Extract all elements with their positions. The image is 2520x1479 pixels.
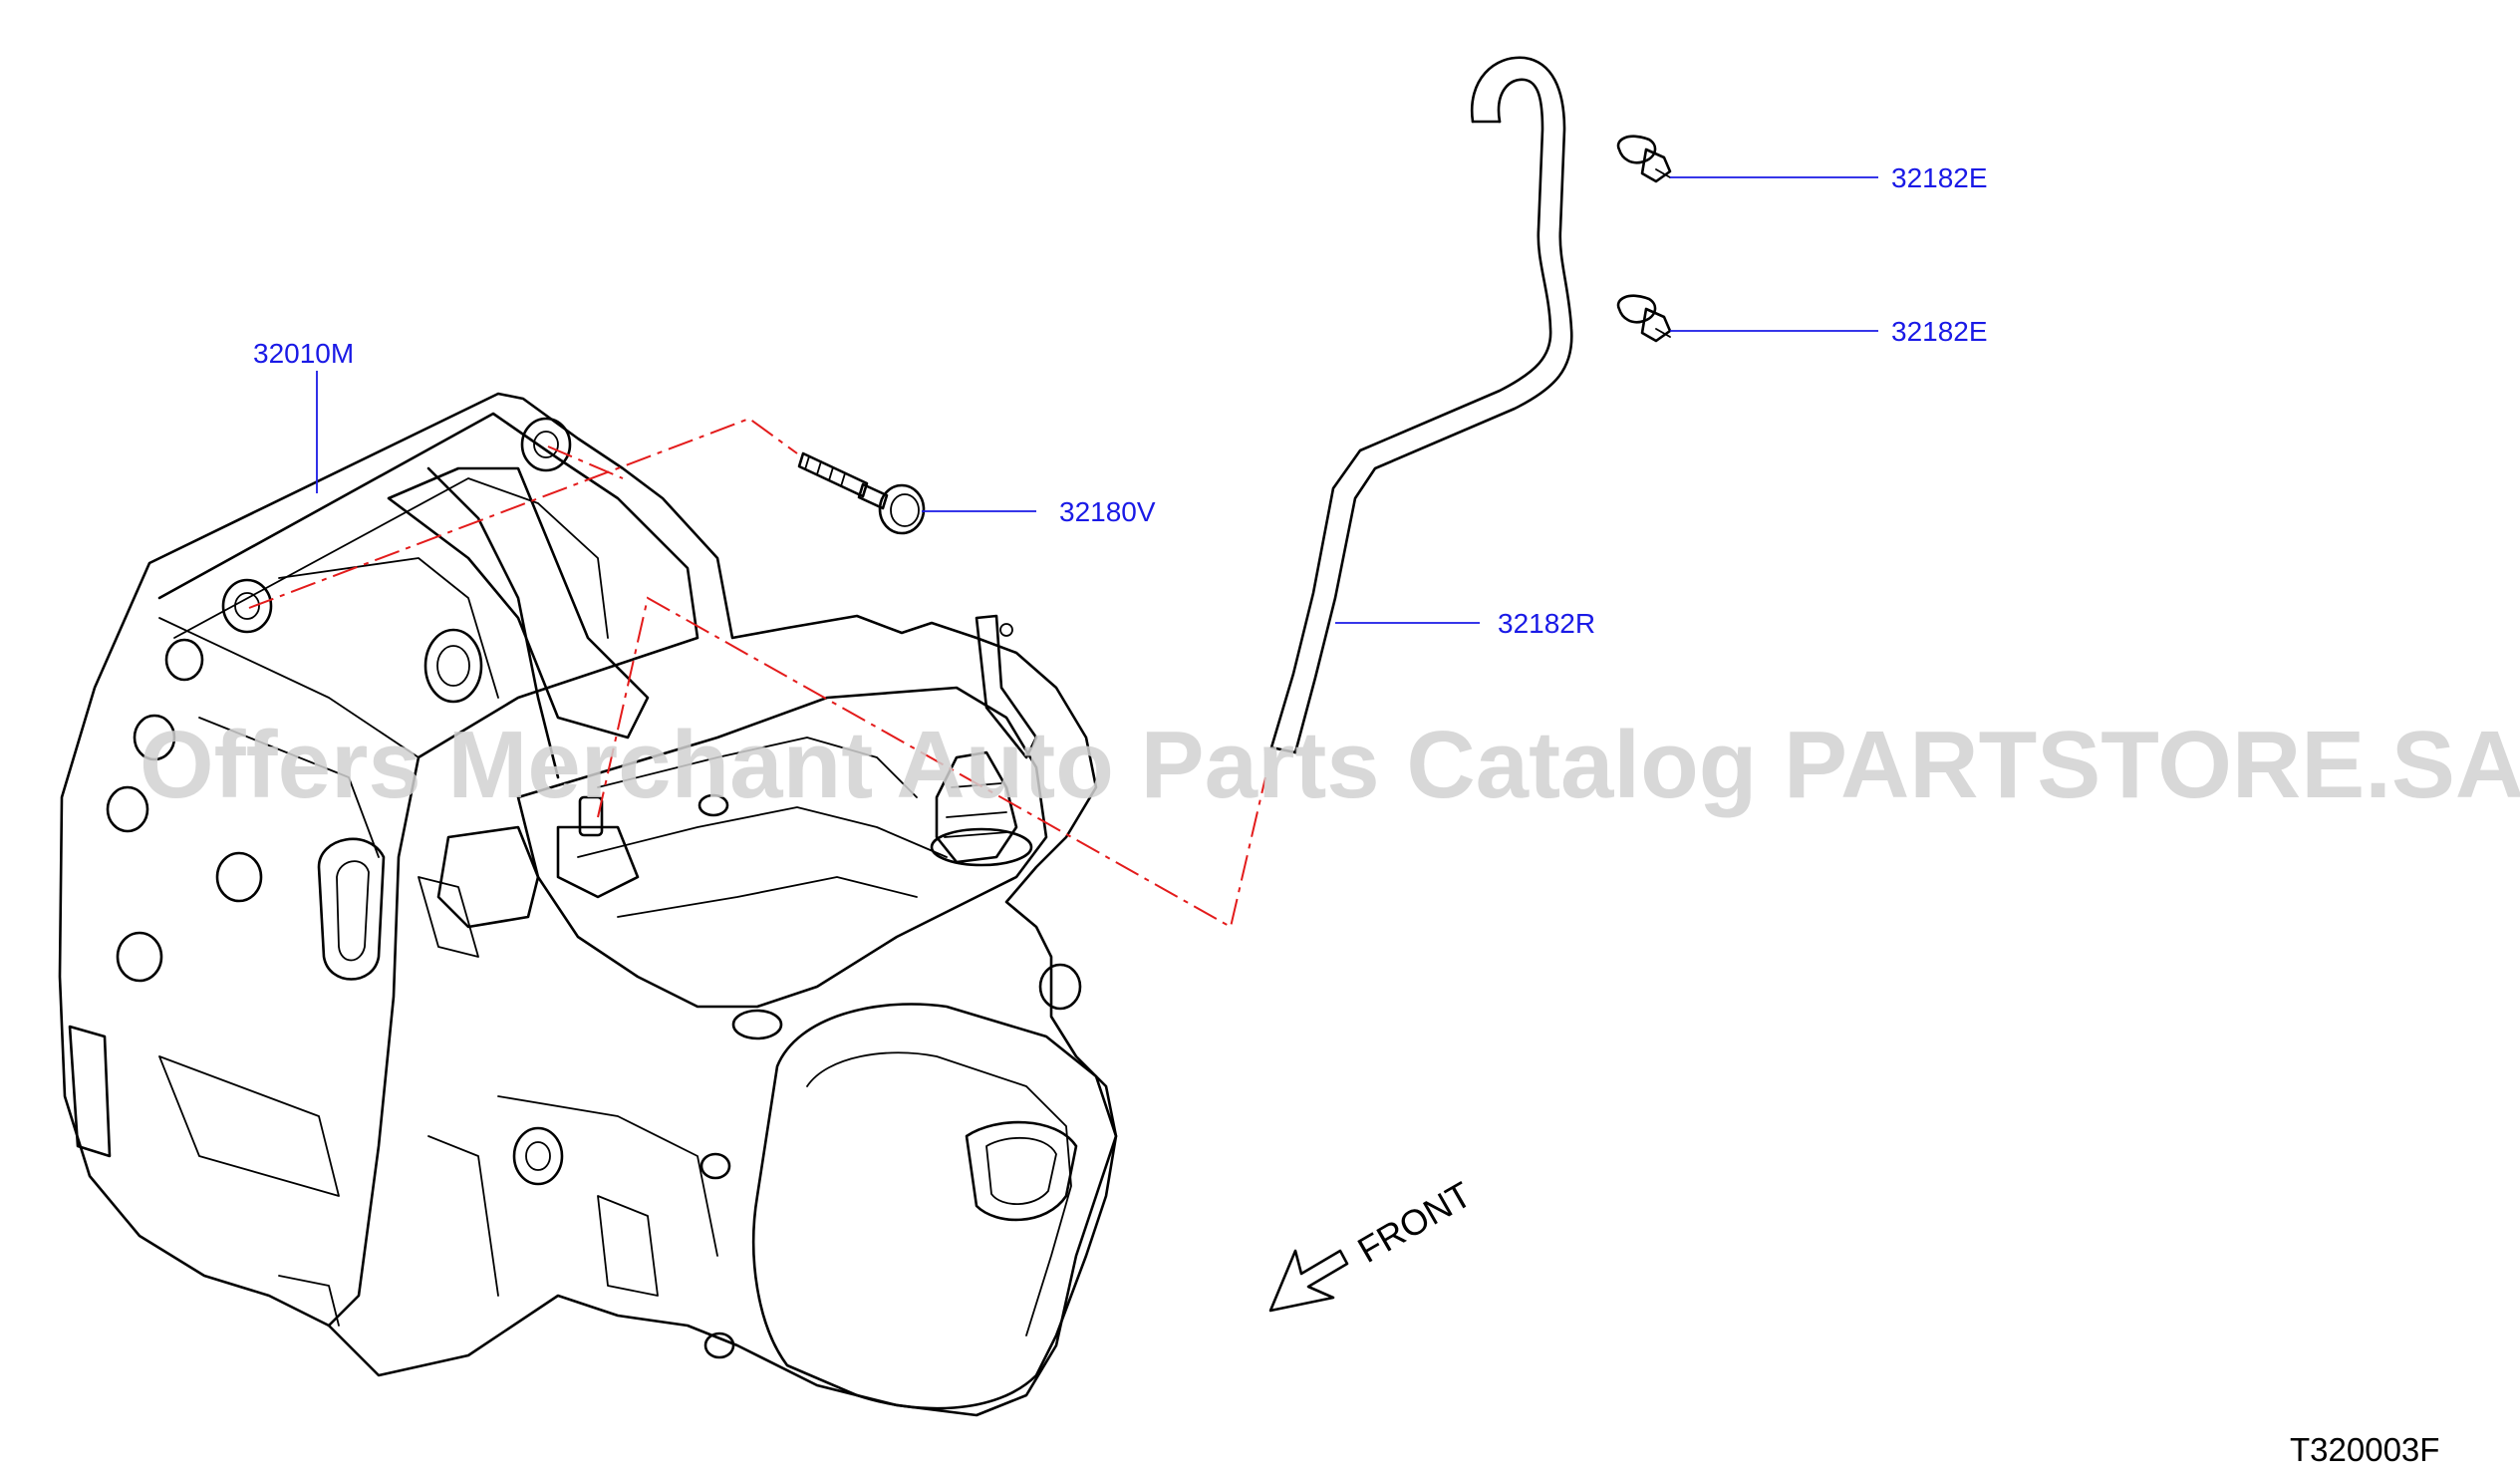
front-arrow-icon [1268, 1249, 1349, 1313]
clip-lower-drawing[interactable] [1616, 294, 1672, 343]
callout-32180V[interactable]: 32180V [1059, 496, 1156, 527]
breather-hose-drawing[interactable] [1269, 56, 1573, 754]
bolt-part-drawing[interactable] [797, 451, 926, 535]
assembly-dash-lines [248, 417, 1266, 929]
front-direction-indicator: FRONT [1268, 1173, 1479, 1313]
clip-upper-drawing[interactable] [1616, 135, 1672, 183]
callout-32182R[interactable]: 32182R [1498, 608, 1595, 639]
callout-32182E-lower[interactable]: 32182E [1891, 316, 1988, 347]
diagram-code: T320003F [2290, 1431, 2439, 1468]
front-label: FRONT [1351, 1173, 1479, 1271]
callout-leaders [316, 176, 1878, 624]
transaxle-assembly-drawing[interactable] [58, 392, 1118, 1417]
callout-32182E-upper[interactable]: 32182E [1891, 162, 1988, 193]
watermark-text: Offers Merchant Auto Parts Catalog PARTS… [140, 712, 2520, 818]
callout-32010M[interactable]: 32010M [253, 338, 354, 369]
